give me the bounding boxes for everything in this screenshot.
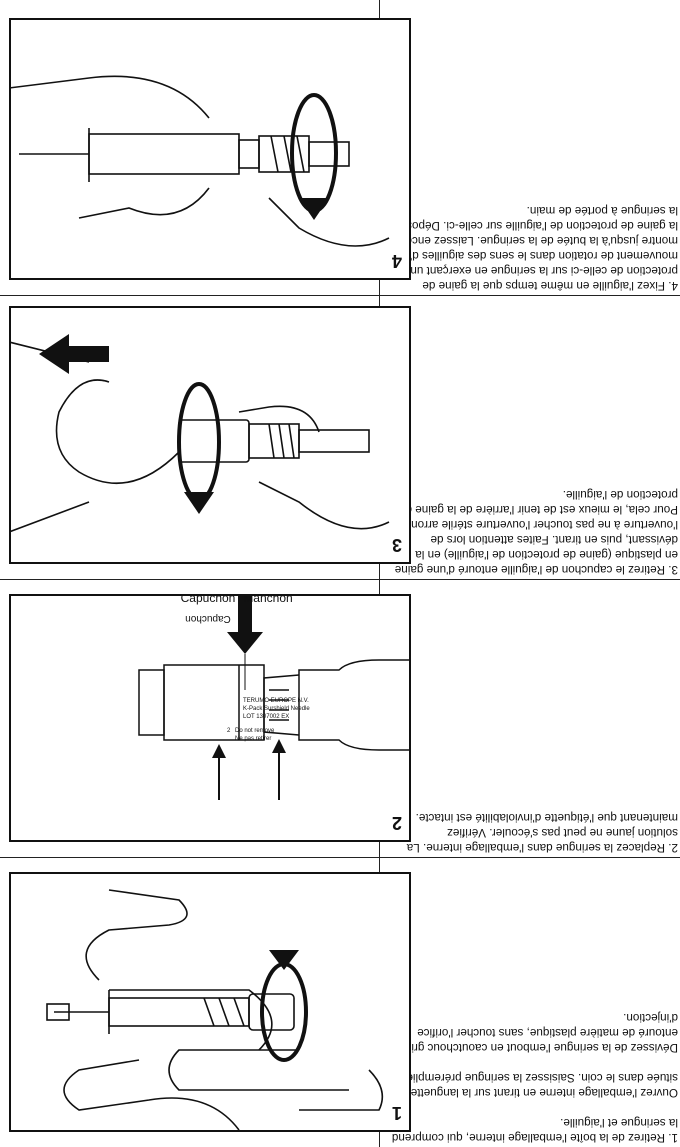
- manchon-label-arrow-icon: [272, 739, 286, 800]
- step-3-text: 3. Retirez le capuchon de l'aiguille ent…: [388, 472, 678, 577]
- step-2-row: 2. Replacez la seringue dans l'emballage…: [0, 579, 680, 857]
- syringe-uncap-drawing: [9, 872, 409, 1130]
- pull-direction-arrow-icon: [39, 334, 109, 374]
- hand-finger-outline: [64, 1060, 239, 1130]
- step-3-illustration: 3: [9, 306, 411, 564]
- step-2-illustration: 2: [9, 594, 411, 842]
- hand-palm-outline: [86, 890, 187, 980]
- step-1-paragraph-3: Dévissez de la seringue l'embout en caou…: [388, 1010, 678, 1055]
- capuchon-label-text: Capuchon: [181, 594, 236, 605]
- seal-number: 2: [227, 728, 231, 734]
- needle-hub: [259, 136, 309, 172]
- step-1-text: 1. Retirez de la boîte l'emballage inter…: [388, 995, 678, 1145]
- cap-line-2: K-Pack Surshield Needle: [243, 706, 310, 712]
- cap-line-1: TERUMO EUROPE N.V.: [243, 698, 309, 704]
- step-2-paragraph-1: 2. Replacez la seringue dans l'emballage…: [388, 810, 678, 855]
- step-1-row: 1. Retirez de la boîte l'emballage inter…: [0, 857, 680, 1147]
- right-hand-outline: [57, 380, 180, 483]
- syringe-barrel: [89, 134, 239, 174]
- step-4-row: 4. Fixez l'aiguille en même temps que la…: [0, 0, 680, 295]
- step-1-paragraph-1: 1. Retirez de la boîte l'emballage inter…: [388, 1115, 678, 1145]
- step-4-text: 4. Fixez l'aiguille en même temps que la…: [388, 188, 678, 293]
- left-hand-outline: [269, 198, 389, 246]
- rotation-arrow-icon: [292, 95, 336, 211]
- syringe-body: [299, 660, 409, 750]
- step-4-paragraph-1: 4. Fixez l'aiguille en même temps que la…: [388, 203, 678, 293]
- seal-line-1: Do not remove: [235, 728, 275, 734]
- seal-line-2: Ne pas retirer: [235, 736, 271, 742]
- manchon-sleeve: [264, 675, 299, 735]
- needle-attach-drawing: [9, 18, 409, 278]
- capuchon-label: Capuchon: [185, 613, 231, 624]
- hand-finger-outline: [79, 188, 209, 218]
- manchon-label-text: Manchon: [243, 594, 292, 605]
- step-3-row: 3. Retirez le capuchon de l'aiguille ent…: [0, 295, 680, 579]
- capuchon-label-arrow-icon: [212, 744, 226, 800]
- cap-line-3: LOT 1307002 EX: [243, 714, 289, 720]
- left-hand-outline: [259, 482, 389, 529]
- step-1-illustration: 1: [9, 872, 411, 1132]
- rotation-arrowhead-icon: [184, 492, 214, 514]
- rotation-arrowhead-icon: [299, 198, 329, 220]
- step-3-paragraph-1: 3. Retirez le capuchon de l'aiguille ent…: [388, 487, 678, 577]
- step-1-paragraph-2: Ouvrez l'emballage interne en tirant sur…: [388, 1070, 678, 1100]
- step-2-text: 2. Replacez la seringue dans l'emballage…: [388, 795, 678, 855]
- hand-palm-outline: [9, 76, 209, 118]
- protective-sheath: [179, 420, 249, 462]
- rotation-arrow-icon: [179, 384, 219, 500]
- sheath-tip: [309, 142, 349, 166]
- step-4-illustration: 4: [9, 18, 411, 280]
- seal-pointer-arrow-icon: [227, 595, 263, 690]
- cap-removal-drawing: [9, 306, 409, 562]
- needle-pack-drawing: Capuchon Capuchon Manchon TERUMO EUROPE …: [9, 594, 409, 840]
- needle-cap: [299, 430, 369, 452]
